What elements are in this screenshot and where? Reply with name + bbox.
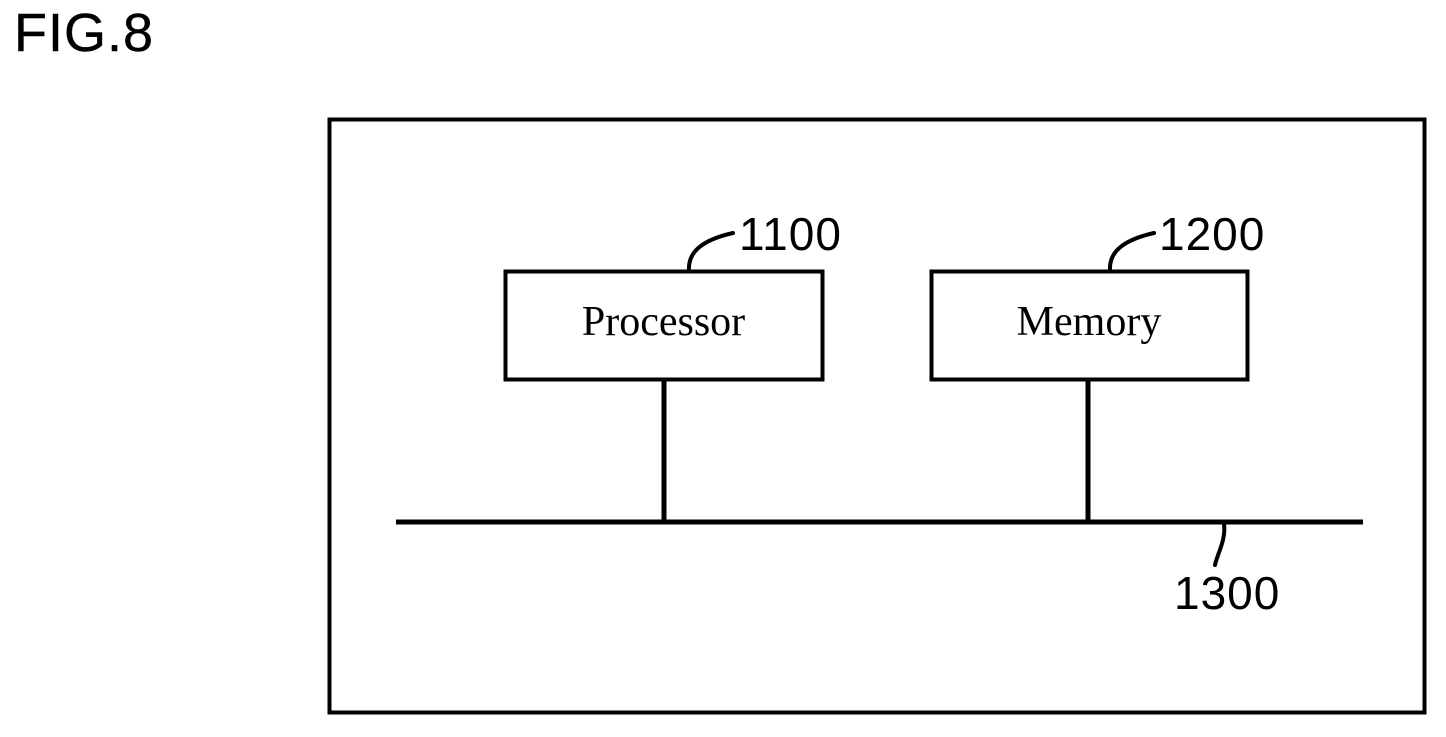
reference-numeral-1300: 1300: [1174, 567, 1281, 619]
leader-line-1100: [686, 231, 735, 272]
figure-title: FIG.8: [14, 3, 155, 63]
reference-numeral-1100: 1100: [739, 208, 842, 260]
reference-numeral-1200: 1200: [1159, 208, 1266, 260]
outer-frame-rect: [327, 117, 1427, 715]
memory-block-label: Memory: [1016, 299, 1162, 345]
leader-line-1300: [1213, 522, 1227, 567]
leader-line-1200: [1107, 231, 1156, 272]
processor-block-label: Processor: [581, 299, 746, 345]
